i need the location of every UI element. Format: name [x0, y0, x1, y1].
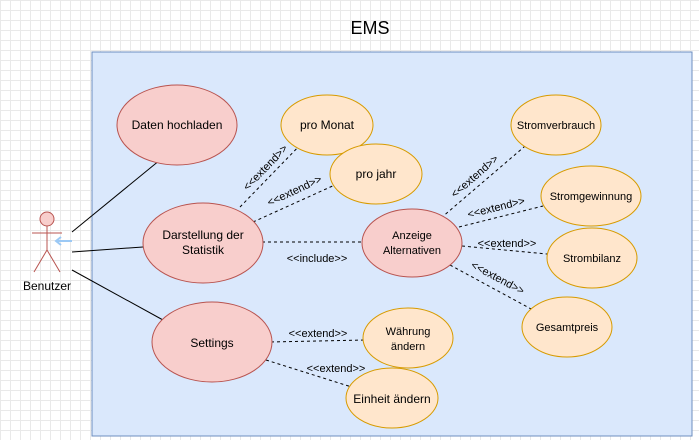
use-case-label-einheit-aendern: Einheit ändern	[353, 392, 430, 406]
use-case-label-pro-jahr: pro jahr	[356, 167, 397, 181]
use-case-stromverbrauch[interactable]: Stromverbrauch	[510, 94, 602, 156]
use-case-label-darstellung-line1: Darstellung der	[162, 228, 243, 242]
use-case-ellipse	[540, 165, 642, 227]
use-case-label-strombilanz: Strombilanz	[563, 253, 621, 265]
use-case-pro-jahr[interactable]: pro jahr	[329, 143, 423, 205]
association-darstellung	[71, 246, 144, 253]
label-extend-strombilanz: <<extend>>	[478, 238, 537, 250]
use-case-ellipse	[546, 227, 638, 289]
line-extend-strombilanz	[461, 245, 548, 255]
use-case-ellipse	[329, 143, 423, 205]
line-extend-einheit	[265, 359, 359, 390]
dependency-lines	[239, 139, 548, 390]
actor-benutzer[interactable]: Benutzer	[23, 211, 72, 293]
use-case-label-pro-monat: pro Monat	[300, 118, 355, 132]
use-case-label-anzeige-line2: Alternativen	[383, 245, 441, 257]
use-case-pro-monat[interactable]: pro Monat	[280, 94, 374, 156]
label-extend-einheit: <<extend>>	[307, 363, 366, 375]
line-extend-stromverbrauch	[440, 140, 532, 219]
actor-label: Benutzer	[23, 279, 71, 293]
use-case-label-waehrung-line2: ändern	[391, 341, 425, 353]
use-case-ellipse	[510, 94, 602, 156]
use-case-strombilanz[interactable]: Strombilanz	[546, 227, 638, 289]
use-case-einheit-aendern[interactable]: Einheit ändern	[345, 367, 439, 429]
use-case-ellipse	[142, 202, 264, 284]
actor-stick-figure-icon	[32, 211, 62, 273]
arrow-left-icon	[54, 236, 72, 246]
use-case-label-gesamtpreis: Gesamtpreis	[536, 322, 599, 334]
use-case-darstellung-statistik[interactable]: Darstellung der Statistik	[142, 202, 264, 284]
use-case-waehrung-aendern[interactable]: Währung ändern	[362, 307, 454, 369]
actor-associations	[71, 159, 164, 321]
use-case-label-waehrung-line1: Währung	[386, 326, 431, 338]
use-case-label-settings: Settings	[190, 336, 233, 350]
use-case-ellipse	[280, 94, 374, 156]
use-case-daten-hochladen[interactable]: Daten hochladen	[116, 84, 238, 166]
association-daten-hochladen	[71, 159, 161, 233]
use-case-ellipse	[361, 208, 463, 278]
label-include-anzeige: <<include>>	[287, 253, 348, 265]
use-case-stromgewinnung[interactable]: Stromgewinnung	[540, 165, 642, 227]
use-case-label-daten-hochladen: Daten hochladen	[132, 118, 223, 132]
association-settings	[71, 269, 164, 321]
line-extend-stromgewinnung	[458, 205, 544, 228]
use-case-label-stromverbrauch: Stromverbrauch	[517, 120, 595, 132]
use-case-ellipse	[521, 296, 613, 358]
use-case-label-anzeige-line1: Anzeige	[392, 230, 432, 242]
use-case-ellipse	[345, 367, 439, 429]
diagram-title: EMS	[350, 18, 389, 38]
label-extend-waehrung: <<extend>>	[289, 328, 348, 340]
use-case-gesamtpreis[interactable]: Gesamtpreis	[521, 296, 613, 358]
use-case-ellipse	[362, 307, 454, 369]
use-case-settings[interactable]: Settings	[151, 301, 273, 383]
use-case-anzeige-alternativen[interactable]: Anzeige Alternativen	[361, 208, 463, 278]
use-case-label-stromgewinnung: Stromgewinnung	[550, 191, 633, 203]
line-extend-gesamtpreis	[449, 264, 534, 311]
use-case-ellipse	[116, 84, 238, 166]
use-case-label-darstellung-line2: Statistik	[182, 243, 225, 257]
use-case-ellipse	[151, 301, 273, 383]
